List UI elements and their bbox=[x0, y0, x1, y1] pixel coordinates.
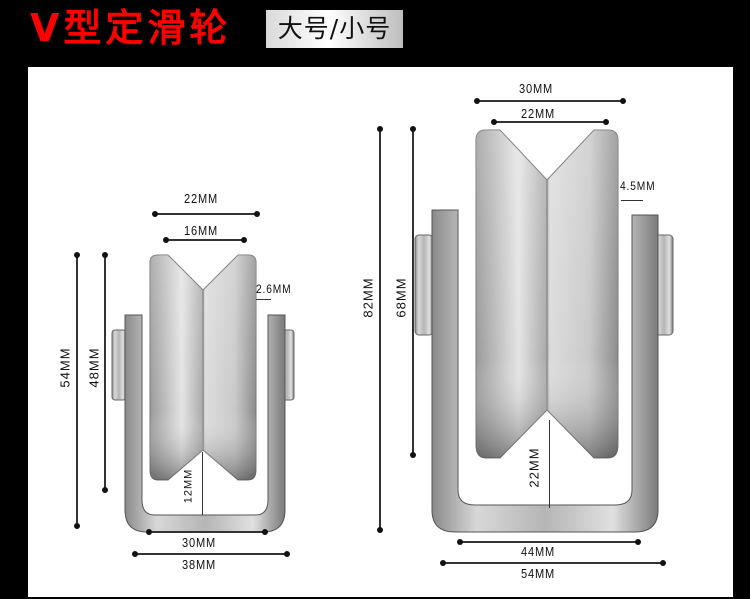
large-flange-thickness-label: 4.5MM bbox=[620, 179, 656, 193]
small-bracket-inner-width-label: 30MM bbox=[182, 535, 217, 550]
dim-line-large-flange bbox=[621, 200, 643, 201]
large-groove-clearance-label: 22MM bbox=[526, 447, 542, 488]
small-top-inner-width-label: 16MM bbox=[184, 223, 219, 238]
dim-line-large-68 bbox=[412, 129, 414, 455]
dim-endpoint bbox=[440, 560, 446, 566]
dim-endpoint bbox=[163, 237, 169, 243]
product-title: V型定滑轮 bbox=[30, 6, 232, 50]
dim-endpoint bbox=[474, 98, 480, 104]
large-top-outer-width-label: 30MM bbox=[519, 81, 554, 96]
dim-endpoint bbox=[254, 211, 260, 217]
dim-line-large-54 bbox=[443, 562, 663, 564]
dim-endpoint bbox=[102, 252, 108, 258]
dim-endpoint bbox=[410, 126, 416, 132]
size-badge: 大号/小号 bbox=[266, 10, 403, 48]
dim-endpoint bbox=[620, 98, 626, 104]
small-pulley-image bbox=[111, 254, 295, 533]
dim-endpoint bbox=[377, 527, 383, 533]
dim-line-small-16 bbox=[166, 239, 244, 241]
small-groove-clearance-label: 12MM bbox=[182, 468, 195, 504]
small-total-height-label: 54MM bbox=[57, 347, 73, 388]
small-top-outer-width-label: 22MM bbox=[184, 191, 219, 206]
dim-endpoint bbox=[491, 119, 497, 125]
dim-line-large-22v bbox=[549, 420, 550, 508]
dim-endpoint bbox=[284, 551, 290, 557]
dim-endpoint bbox=[377, 126, 383, 132]
large-total-height-label: 82MM bbox=[360, 277, 376, 318]
large-top-inner-width-label: 22MM bbox=[521, 106, 556, 121]
dim-endpoint bbox=[635, 539, 641, 545]
dim-line-small-flange bbox=[256, 299, 271, 300]
dim-endpoint bbox=[132, 551, 138, 557]
dim-endpoint bbox=[74, 523, 80, 529]
large-bracket-inner-width-label: 44MM bbox=[521, 544, 556, 559]
dim-line-large-22 bbox=[494, 121, 606, 123]
dim-line-small-22 bbox=[155, 213, 257, 215]
dim-endpoint bbox=[241, 237, 247, 243]
dim-endpoint bbox=[262, 529, 268, 535]
dim-line-large-82 bbox=[379, 129, 381, 530]
dim-endpoint bbox=[146, 529, 152, 535]
dim-line-small-54 bbox=[76, 255, 78, 526]
dim-endpoint bbox=[74, 252, 80, 258]
dim-line-large-30 bbox=[477, 100, 623, 102]
large-pulley-image bbox=[414, 129, 674, 533]
dim-endpoint bbox=[152, 211, 158, 217]
small-flange-thickness-label: 2.6MM bbox=[256, 282, 292, 296]
large-bracket-outer-width-label: 54MM bbox=[521, 566, 556, 581]
dim-endpoint bbox=[410, 452, 416, 458]
dim-line-small-12 bbox=[202, 452, 203, 515]
dim-endpoint bbox=[603, 119, 609, 125]
small-bracket-outer-width-label: 38MM bbox=[182, 557, 217, 572]
dim-endpoint bbox=[102, 487, 108, 493]
dim-endpoint bbox=[457, 539, 463, 545]
large-wheel-height-label: 68MM bbox=[393, 277, 409, 318]
dim-line-small-30 bbox=[149, 531, 265, 533]
small-wheel-height-label: 48MM bbox=[86, 347, 102, 388]
dim-line-large-44 bbox=[460, 541, 638, 543]
dim-line-small-48 bbox=[104, 255, 106, 490]
dim-line-small-38 bbox=[135, 553, 287, 555]
dim-endpoint bbox=[660, 560, 666, 566]
